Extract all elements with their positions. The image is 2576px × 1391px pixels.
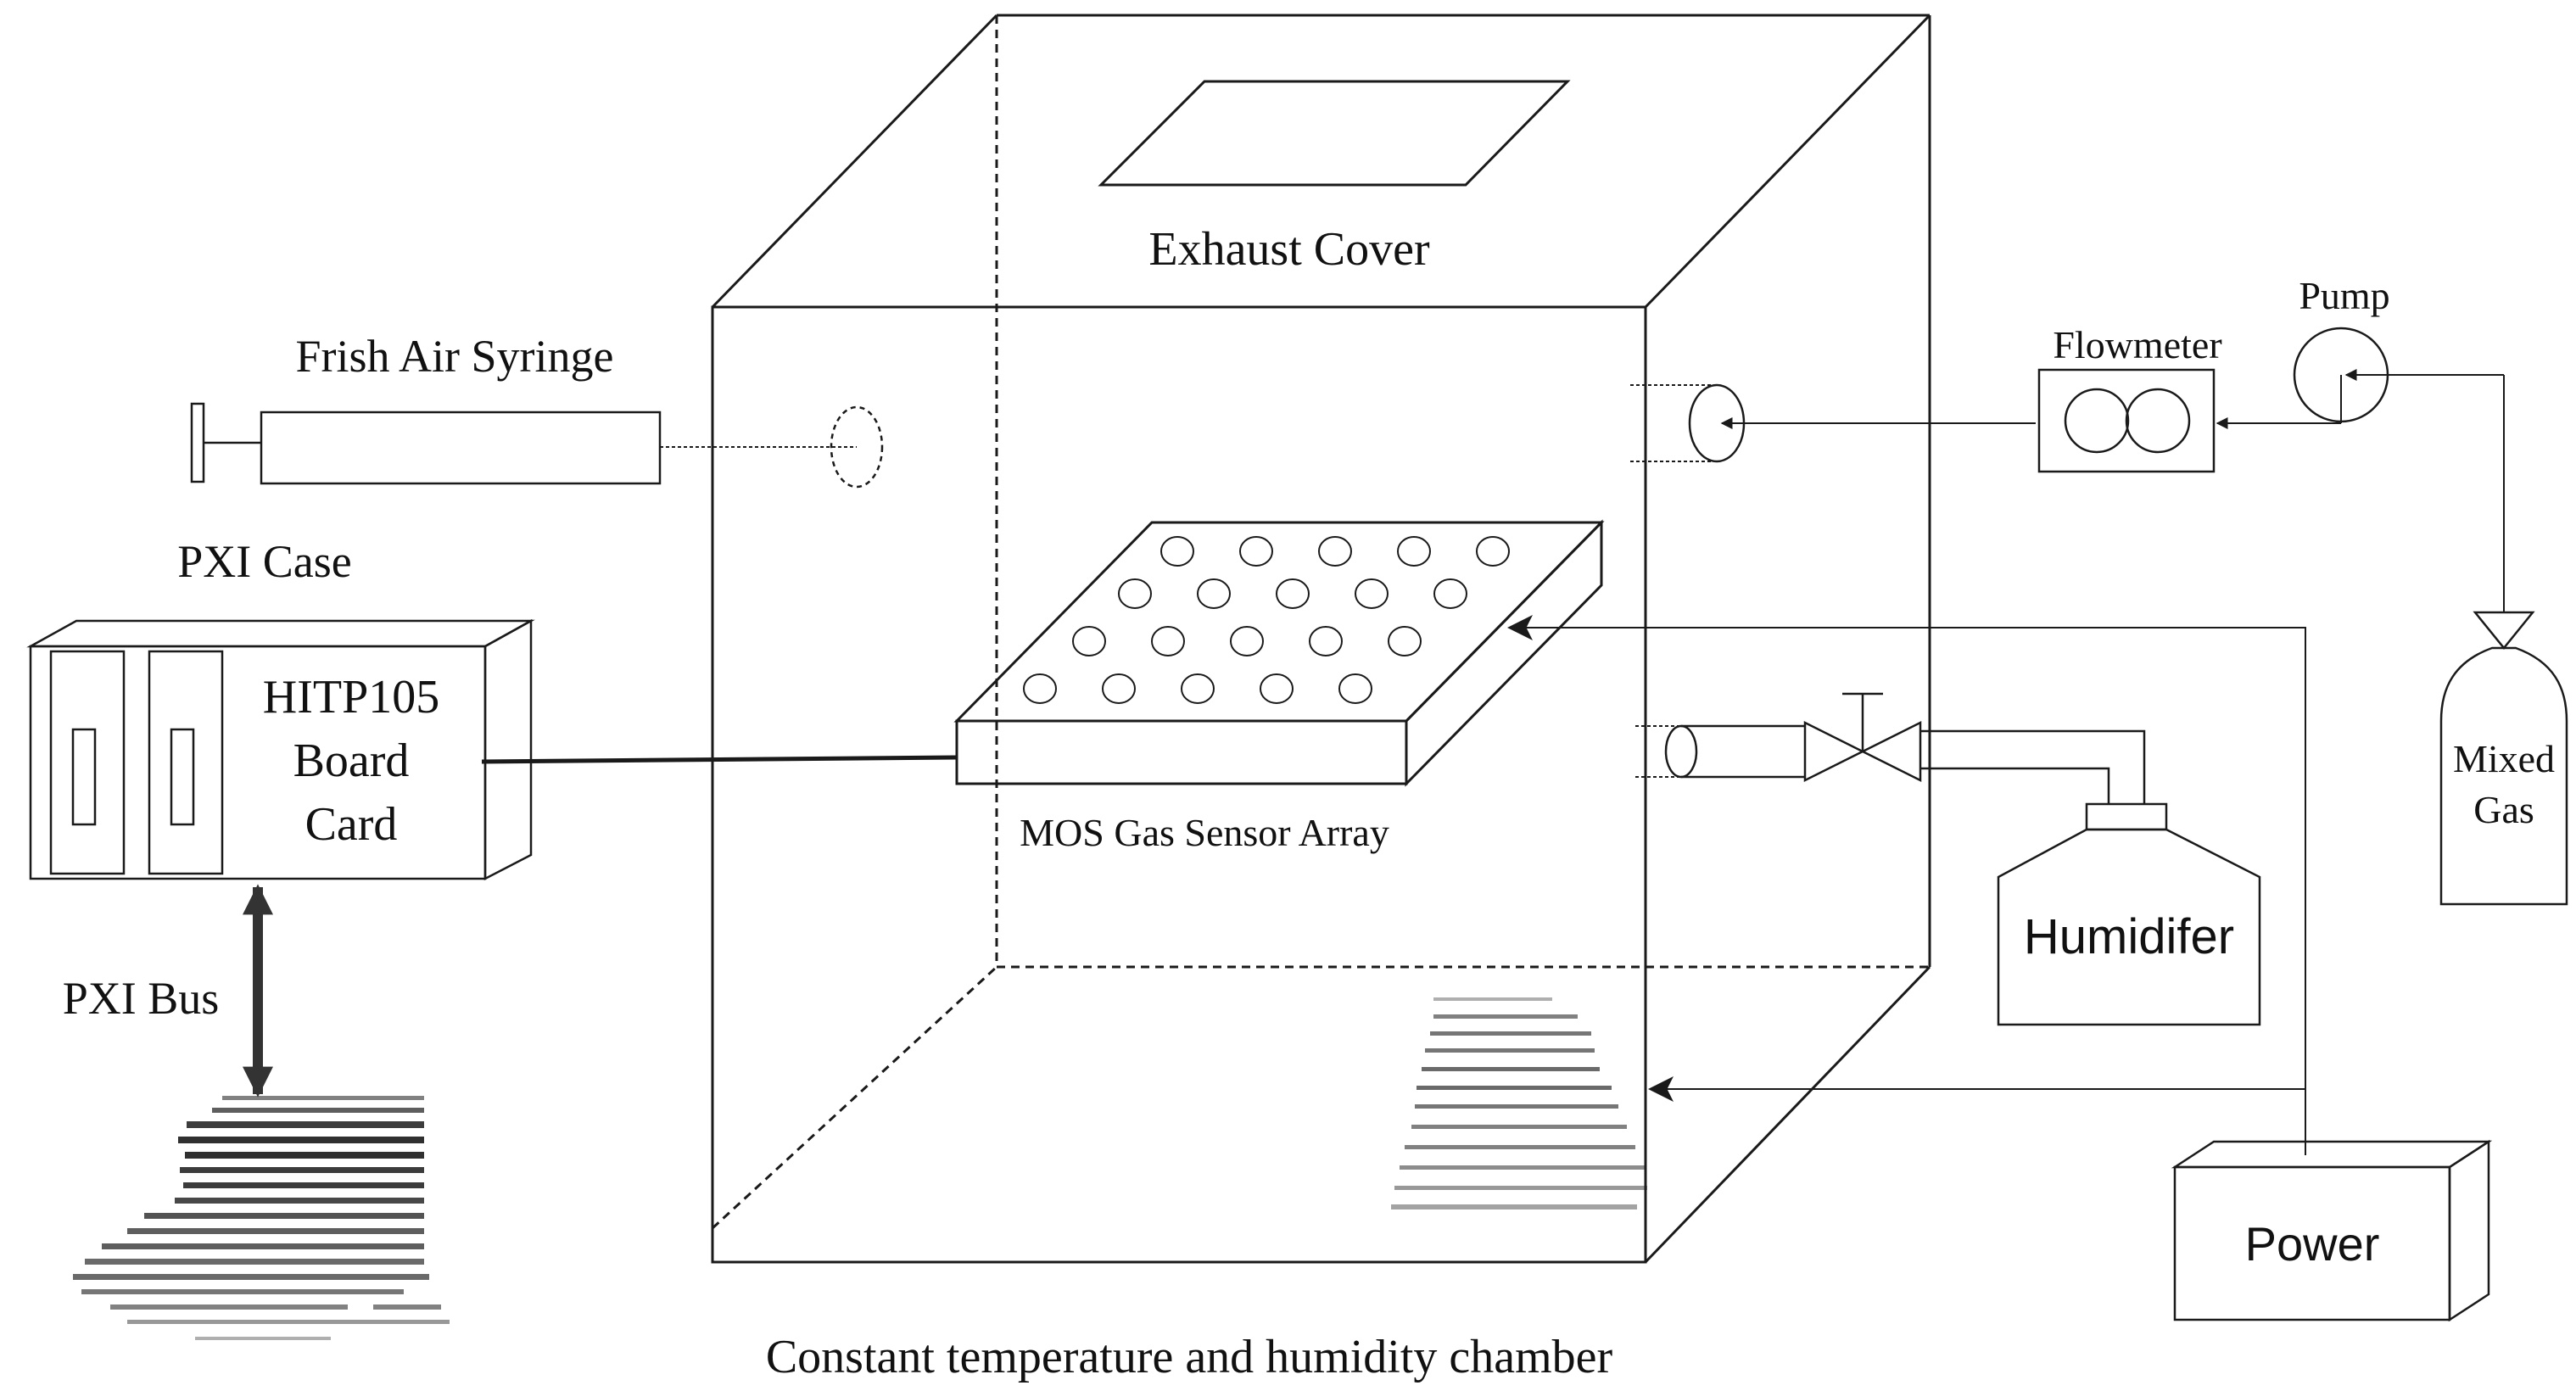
sensor-hole (1388, 626, 1422, 656)
mixed-gas-line-2: Gas (2473, 788, 2534, 831)
power-label: Power (2245, 1217, 2380, 1271)
sensor-hole (1318, 536, 1352, 567)
board-card-line-2: Board (293, 735, 410, 787)
exhaust-cover-label: Exhaust Cover (1148, 223, 1430, 276)
sensor-holes (1023, 536, 1510, 704)
mixed-gas-cylinder (2439, 611, 2568, 906)
sensor-hole (1102, 673, 1136, 704)
sensor-hole (1072, 626, 1106, 656)
humidifier-label: Humidifer (2024, 909, 2234, 964)
power-supply (2171, 1139, 2493, 1322)
board-card-line-1: HITP105 (263, 671, 439, 723)
chamber-label: Constant temperature and humidity chambe… (766, 1331, 1613, 1383)
sensor-hole (1309, 626, 1343, 656)
sensor-array (953, 519, 1605, 787)
sensor-hole (1260, 673, 1294, 704)
sensor-hole (1023, 673, 1057, 704)
sensor-hole (1151, 626, 1185, 656)
board-card-line-3: Card (305, 798, 398, 851)
sensor-hole (1433, 578, 1467, 609)
sensor-hole (1338, 673, 1372, 704)
mixed-gas-line-1: Mixed (2453, 737, 2555, 780)
sensor-hole (1239, 536, 1273, 567)
pxi-bus-label: PXI Bus (63, 973, 220, 1024)
humidifier-bottle (1997, 802, 2261, 1026)
flowmeter-label: Flowmeter (2053, 323, 2221, 366)
exhaust-cover (1098, 80, 1571, 187)
sensor-hole (1181, 673, 1215, 704)
chamber-image-blurred (1391, 997, 1647, 1209)
fresh-air-syringe (190, 402, 884, 489)
flowmeter (2037, 368, 2216, 473)
valve (1803, 692, 1922, 783)
sensor-hole (1160, 536, 1194, 567)
sensor-hole (1276, 578, 1310, 609)
sensor-hole (1197, 578, 1231, 609)
humidifier-pipe (1920, 729, 2146, 804)
pxi-case (26, 618, 535, 881)
pxi-case-label: PXI Case (177, 536, 351, 587)
sensor-hole (1355, 578, 1389, 609)
sensor-hole (1118, 578, 1152, 609)
chamber-box (711, 14, 1931, 1264)
sensor-hole (1476, 536, 1510, 567)
power-line-to-sensor (1507, 615, 2306, 1155)
sensor-hole (1397, 536, 1431, 567)
sensor-array-label: MOS Gas Sensor Array (1020, 811, 1389, 854)
computer-image-blurred (73, 1096, 450, 1340)
fresh-air-syringe-label: Frish Air Syringe (295, 331, 613, 382)
pump-label: Pump (2299, 274, 2389, 317)
humidity-inlet-port (1635, 724, 1805, 779)
board-to-sensor-cable (481, 755, 958, 764)
sensor-hole (1230, 626, 1264, 656)
